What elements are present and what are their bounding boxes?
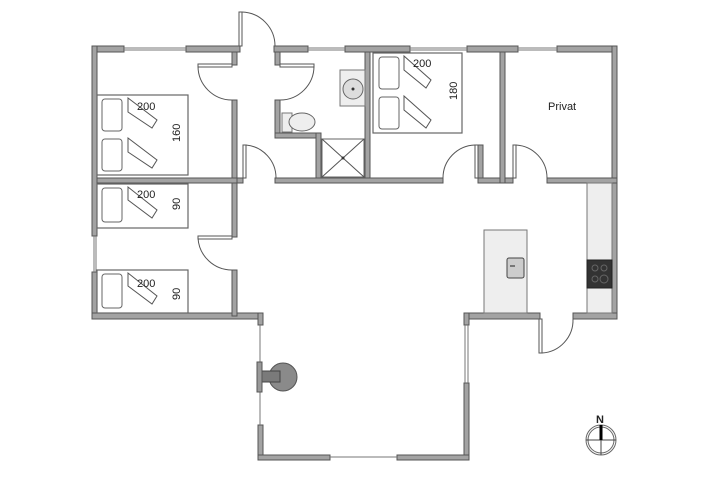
kitchen-door[interactable]: [538, 318, 574, 354]
bed-double-180: 200 180: [372, 52, 463, 134]
stove: [586, 259, 613, 289]
interior-walls: [96, 51, 618, 317]
entrance-door[interactable]: [238, 11, 276, 47]
wood-stove: [256, 361, 298, 393]
kitchen-island: [483, 229, 528, 314]
bathroom-door[interactable]: [279, 63, 315, 101]
bed-single-90: 200 90: [96, 183, 189, 229]
bed-length-label: 200: [137, 189, 155, 201]
private-room-door[interactable]: [512, 144, 548, 179]
kitchen-sink: [506, 257, 525, 279]
bed-width-label: 90: [171, 288, 183, 300]
toilet: [281, 112, 316, 133]
doors: [197, 11, 574, 354]
hall-door[interactable]: [242, 144, 277, 179]
shower: [321, 138, 365, 178]
bed-length-label: 200: [413, 58, 431, 70]
bedroom3-door[interactable]: [197, 235, 233, 271]
washbasin: [339, 69, 366, 107]
kitchen-counter: [586, 182, 613, 314]
bed-width-label: 160: [171, 124, 183, 142]
bedroom1-door[interactable]: [197, 63, 233, 101]
bed-width-label: 180: [448, 82, 460, 100]
room-label-privat: Privat: [548, 101, 576, 113]
bed-length-label: 200: [137, 278, 155, 290]
bed-single-90: 200 90: [96, 269, 189, 314]
bed-double-160: 200 160: [96, 94, 189, 176]
bed-width-label: 90: [171, 198, 183, 210]
windows: [93, 47, 557, 458]
compass: N: [585, 414, 617, 456]
compass-north-label: N: [596, 414, 604, 426]
bed-length-label: 200: [137, 101, 155, 113]
bedroom4-door[interactable]: [442, 144, 479, 179]
